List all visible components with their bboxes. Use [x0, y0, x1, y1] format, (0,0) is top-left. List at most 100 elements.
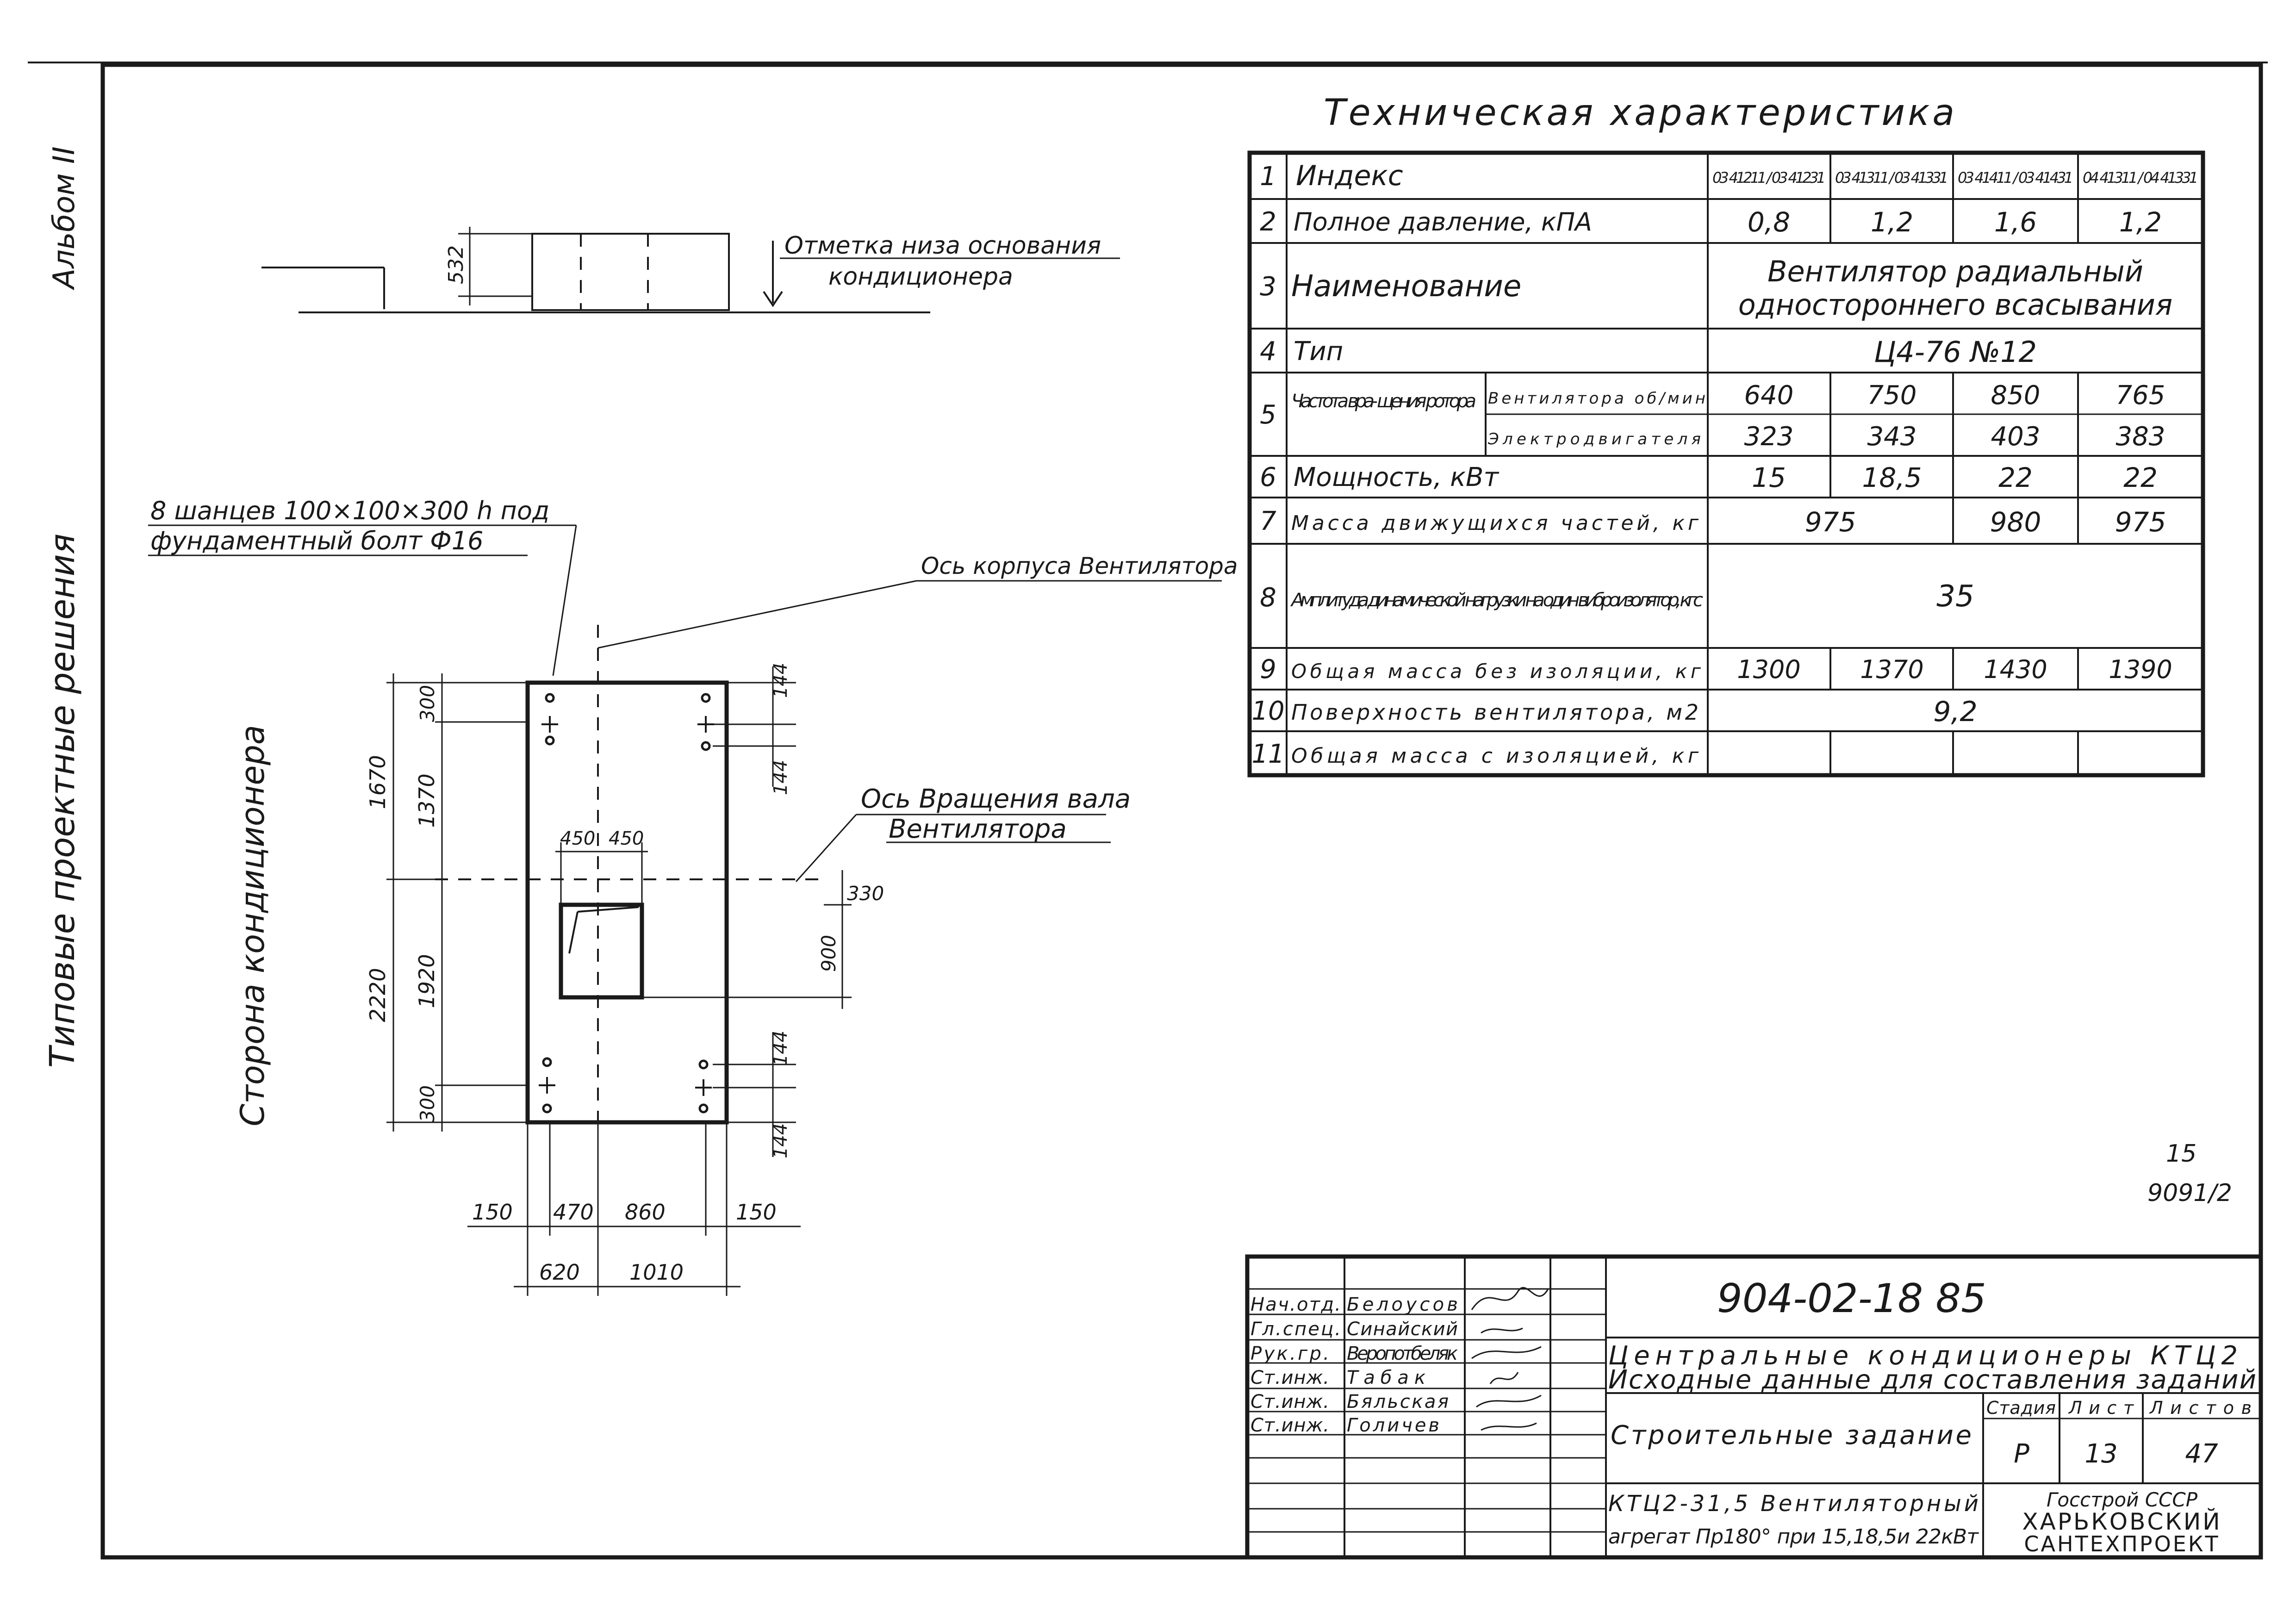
sheet-ref-number: 15 [2166, 1140, 2196, 1168]
motor-rpm-4: 383 [2116, 422, 2165, 452]
opening-dim-900: 900 [817, 935, 840, 972]
bottom-dim-620: 620 [539, 1260, 580, 1285]
fan-rpm-2: 750 [1867, 380, 1917, 411]
doc-code: 904-02-18 85 [1717, 1276, 1986, 1322]
staff-name-2: Синайский [1347, 1319, 1458, 1340]
row-label-pressure: Полное давление, кПА [1294, 207, 1592, 236]
part-line2: агрегат Пр180° при 15,18,5и 22кВт [1608, 1525, 1979, 1549]
bottom-dim-150-right: 150 [736, 1200, 777, 1225]
title-block: Нач.отд. Белоусов Гл.спец. Синайский Рук… [1245, 1254, 2263, 1560]
moving-mass-2: 980 [1990, 506, 2041, 538]
row-label-index: Индекс [1296, 160, 1403, 192]
side-label: Сторона кондиционера [234, 725, 272, 1126]
row-num-1: 1 [1260, 162, 1276, 192]
fan-rpm-4: 765 [2116, 380, 2165, 411]
row-sublabel-motor: Электродвигателя [1487, 430, 1701, 448]
row-num-9: 9 [1260, 654, 1276, 684]
row-num-11: 11 [1251, 739, 1284, 769]
sheet-frame [28, 62, 2268, 1560]
org-line1: Госстрой СССР [2047, 1488, 2198, 1511]
index-code-1: 03 41211 / 03 41231 [1712, 169, 1826, 187]
row-num-4: 4 [1260, 336, 1276, 367]
pressure-2: 1,2 [1871, 206, 1913, 238]
pressure-3: 1,6 [1994, 206, 2037, 238]
sheets-header: Листов [2149, 1398, 2252, 1418]
signatures [1471, 1287, 1549, 1431]
pressure-4: 1,2 [2119, 206, 2162, 238]
bottom-dim-470: 470 [553, 1200, 594, 1225]
pressure-1: 0,8 [1748, 206, 1790, 238]
moving-mass-3: 975 [2115, 506, 2166, 538]
right-dim-144-d: 144 [770, 1123, 791, 1158]
row-label-type: Тип [1294, 336, 1343, 367]
row-num-2: 2 [1260, 207, 1276, 237]
mass-no-insulation-2: 1370 [1860, 655, 1923, 684]
anchor-note-line2: фундаментный болт Ф16 [150, 526, 483, 555]
power-1: 15 [1752, 462, 1786, 493]
row-label-power: Мощность, кВт [1294, 462, 1499, 492]
org-line3: САНТЕХПРОЕКТ [2024, 1531, 2220, 1556]
power-4: 22 [2123, 462, 2158, 493]
casing-axis-note: Ось корпуса Вентилятора [921, 553, 1238, 579]
album-label: Альбом II [47, 146, 81, 290]
anchor-note-line1: 8 шанцев 100×100×300 h под [150, 496, 549, 525]
fan-rpm-1: 640 [1744, 380, 1794, 411]
name-line1: Вентилятор радиальный [1767, 255, 2143, 288]
row-label-name: Наименование [1291, 269, 1521, 304]
series-label: Типовые проектные решения [43, 534, 82, 1068]
power-3: 22 [1998, 462, 2033, 493]
title-line2: Исходные данные для составления заданий [1608, 1365, 2256, 1395]
row-label-surface: Поверхность вентилятора, м2 [1291, 700, 1699, 725]
power-2: 18,5 [1862, 462, 1922, 493]
staff-role-5: Ст.инж. [1251, 1391, 1329, 1412]
base-note-line2: кондиционера [828, 263, 1013, 291]
shaft-axis-line1: Ось Вращения вала [861, 784, 1131, 814]
mass-no-insulation-4: 1390 [2109, 655, 2172, 684]
bottom-dim-1010: 1010 [629, 1260, 684, 1285]
right-dim-144-c: 144 [770, 1031, 791, 1066]
inner-dim-300-bottom: 300 [416, 1085, 439, 1122]
shaft-axis-line2: Вентилятора [889, 814, 1067, 844]
opening-dim-450-left: 450 [560, 828, 595, 849]
row-label-mass-insulation: Общая масса с изоляцией, кг [1291, 744, 1699, 768]
name-line2: одностороннего всасывания [1738, 288, 2172, 322]
inner-dim-1920: 1920 [414, 954, 439, 1008]
mass-no-insulation-3: 1430 [1984, 655, 2047, 684]
sheets-value: 47 [2185, 1439, 2218, 1469]
sheet-header: Лист [2068, 1398, 2134, 1418]
staff-name-4: Табак [1347, 1367, 1425, 1388]
row-num-7: 7 [1260, 506, 1276, 536]
left-dim-1670: 1670 [365, 755, 390, 809]
org-line2: ХАРЬКОВСКИЙ [2022, 1508, 2221, 1535]
staff-name-1: Белоусов [1347, 1294, 1458, 1315]
row-label-moving-mass: Масса движущихся частей, кг [1291, 511, 1699, 535]
sheet-ref-code: 9091/2 [2147, 1179, 2232, 1207]
index-code-3: 03 41411 / 03 41431 [1958, 169, 2073, 187]
surface-value: 9,2 [1933, 696, 1977, 728]
mass-no-insulation-1: 1300 [1737, 655, 1800, 684]
index-code-4: 04 41311 / 04 41331 [2083, 169, 2198, 187]
amplitude-value: 35 [1936, 579, 1974, 614]
staff-name-5: Бяльская [1347, 1391, 1449, 1412]
opening-dim-330: 330 [847, 882, 884, 905]
moving-mass-1: 975 [1805, 506, 1856, 538]
row-sublabel-fan: Вентилятора об/мин [1488, 389, 1705, 408]
staff-name-6: Голичев [1347, 1415, 1439, 1436]
height-dimension: 532 [444, 245, 468, 284]
fan-rpm-3: 850 [1991, 380, 2041, 411]
foundation-plan: 1670 2220 300 1370 1920 300 144 144 144 … [148, 496, 1238, 1296]
row-num-3: 3 [1260, 272, 1276, 302]
staff-name-3: Веропотбеляк [1347, 1343, 1458, 1364]
motor-rpm-2: 343 [1867, 422, 1917, 452]
right-dim-144-b: 144 [770, 760, 791, 795]
bottom-dim-860: 860 [625, 1200, 666, 1225]
table-title: Техническая характеристика [1324, 92, 1957, 134]
type-value: Ц4-76 №12 [1874, 335, 2037, 369]
sheet-reference: 15 9091/2 [2147, 1140, 2232, 1207]
bottom-dim-150-left: 150 [472, 1200, 513, 1225]
left-dim-2220: 2220 [365, 968, 390, 1022]
opening-dim-450-right: 450 [609, 828, 644, 849]
staff-role-1: Нач.отд. [1251, 1294, 1341, 1315]
row-label-rotation: Частота вра- щения ротора [1291, 391, 1476, 412]
